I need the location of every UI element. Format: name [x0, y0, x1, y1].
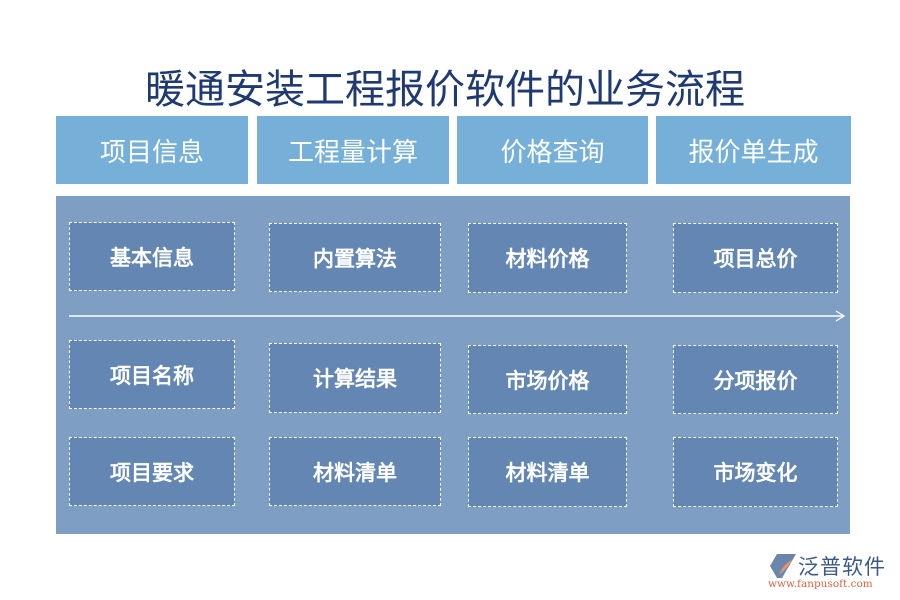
column-header-quote-generation: 报价单生成 [656, 116, 851, 184]
step-box: 材料清单 [468, 437, 627, 507]
step-box: 内置算法 [269, 223, 441, 292]
logo-url: www.fanpusoft.com [768, 578, 873, 590]
diagram-title-text: 暖通安装工程报价软件的业务流程 [145, 67, 745, 113]
arrow-right-icon [69, 310, 845, 322]
column-header-price-query: 价格查询 [457, 116, 648, 184]
step-box: 基本信息 [69, 222, 235, 291]
brand-logo: 泛普软件 www.fanpusoft.com [768, 551, 898, 597]
step-box: 项目总价 [673, 223, 838, 293]
logo-name: 泛普软件 [798, 555, 886, 579]
step-box: 分项报价 [673, 345, 838, 414]
logo-icon [770, 554, 796, 578]
step-box: 项目名称 [69, 340, 235, 409]
step-box: 市场价格 [468, 345, 627, 414]
column-header-project-info: 项目信息 [56, 116, 248, 184]
step-box: 材料清单 [269, 437, 441, 506]
diagram-title: 暖通安装工程报价软件的业务流程 [0, 66, 900, 114]
step-box: 项目要求 [69, 437, 235, 506]
column-header-quantity-calc: 工程量计算 [257, 116, 449, 184]
step-box: 材料价格 [468, 223, 627, 293]
step-box: 市场变化 [673, 437, 838, 507]
step-box: 计算结果 [269, 343, 441, 413]
